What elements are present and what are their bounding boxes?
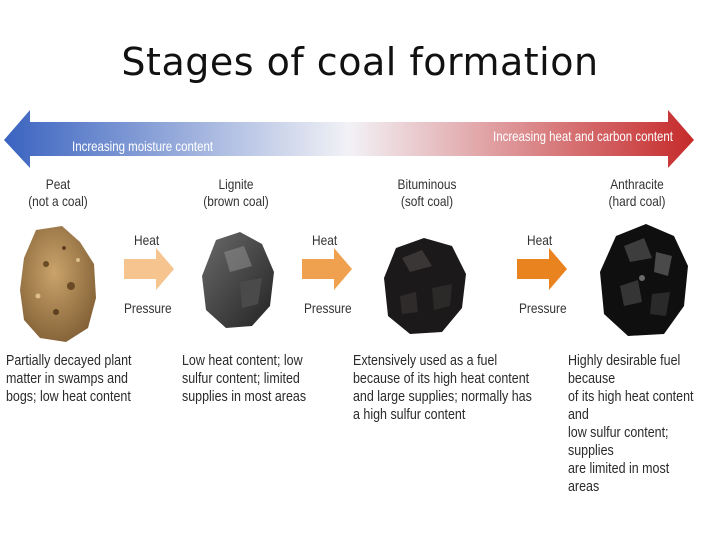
- stage-bituminous-description: Extensively used as a fuel because of it…: [353, 353, 532, 423]
- page-title: Stages of coal formation: [121, 40, 599, 84]
- stage-anthracite-title: Anthracite: [610, 176, 664, 192]
- stage-bituminous-name: Bituminous (soft coal): [376, 176, 478, 210]
- heat-carbon-label: Increasing heat and carbon content: [493, 128, 673, 144]
- transition-3-pressure: Pressure: [519, 300, 567, 316]
- stage-bituminous-sub: (soft coal): [400, 193, 454, 209]
- stage-peat-title: Peat: [45, 176, 71, 192]
- transition-2-pressure: Pressure: [304, 300, 352, 316]
- stage-lignite-description: Low heat content; low sulfur content; li…: [182, 353, 307, 405]
- lignite-sample-image: [202, 232, 274, 328]
- transition-1-pressure: Pressure: [124, 300, 172, 316]
- moisture-label: Increasing moisture content: [72, 138, 214, 154]
- stage-peat-name: Peat (not a coal): [7, 176, 109, 210]
- transition-arrow-2: [302, 248, 352, 290]
- gradient-double-arrow: [4, 110, 694, 168]
- stage-anthracite-sub: (hard coal): [608, 193, 666, 209]
- stage-peat-sub: (not a coal): [28, 193, 88, 209]
- bituminous-sample-image: [384, 238, 466, 334]
- transition-2-heat: Heat: [312, 232, 338, 248]
- transition-3-heat: Heat: [527, 232, 553, 248]
- stage-lignite-name: Lignite (brown coal): [185, 176, 287, 210]
- stage-lignite-sub: (brown coal): [203, 193, 269, 209]
- peat-sample-image: [20, 226, 96, 342]
- stage-anthracite-description: Highly desirable fuel because of its hig…: [568, 353, 694, 495]
- stage-anthracite-name: Anthracite (hard coal): [586, 176, 688, 210]
- stage-lignite-title: Lignite: [218, 176, 254, 192]
- stage-peat-description: Partially decayed plant matter in swamps…: [6, 353, 132, 405]
- stage-bituminous-title: Bituminous: [397, 176, 457, 192]
- transition-1-heat: Heat: [134, 232, 160, 248]
- transition-arrow-1: [124, 248, 174, 290]
- anthracite-sample-image: [600, 224, 688, 336]
- transition-arrow-3: [517, 248, 567, 290]
